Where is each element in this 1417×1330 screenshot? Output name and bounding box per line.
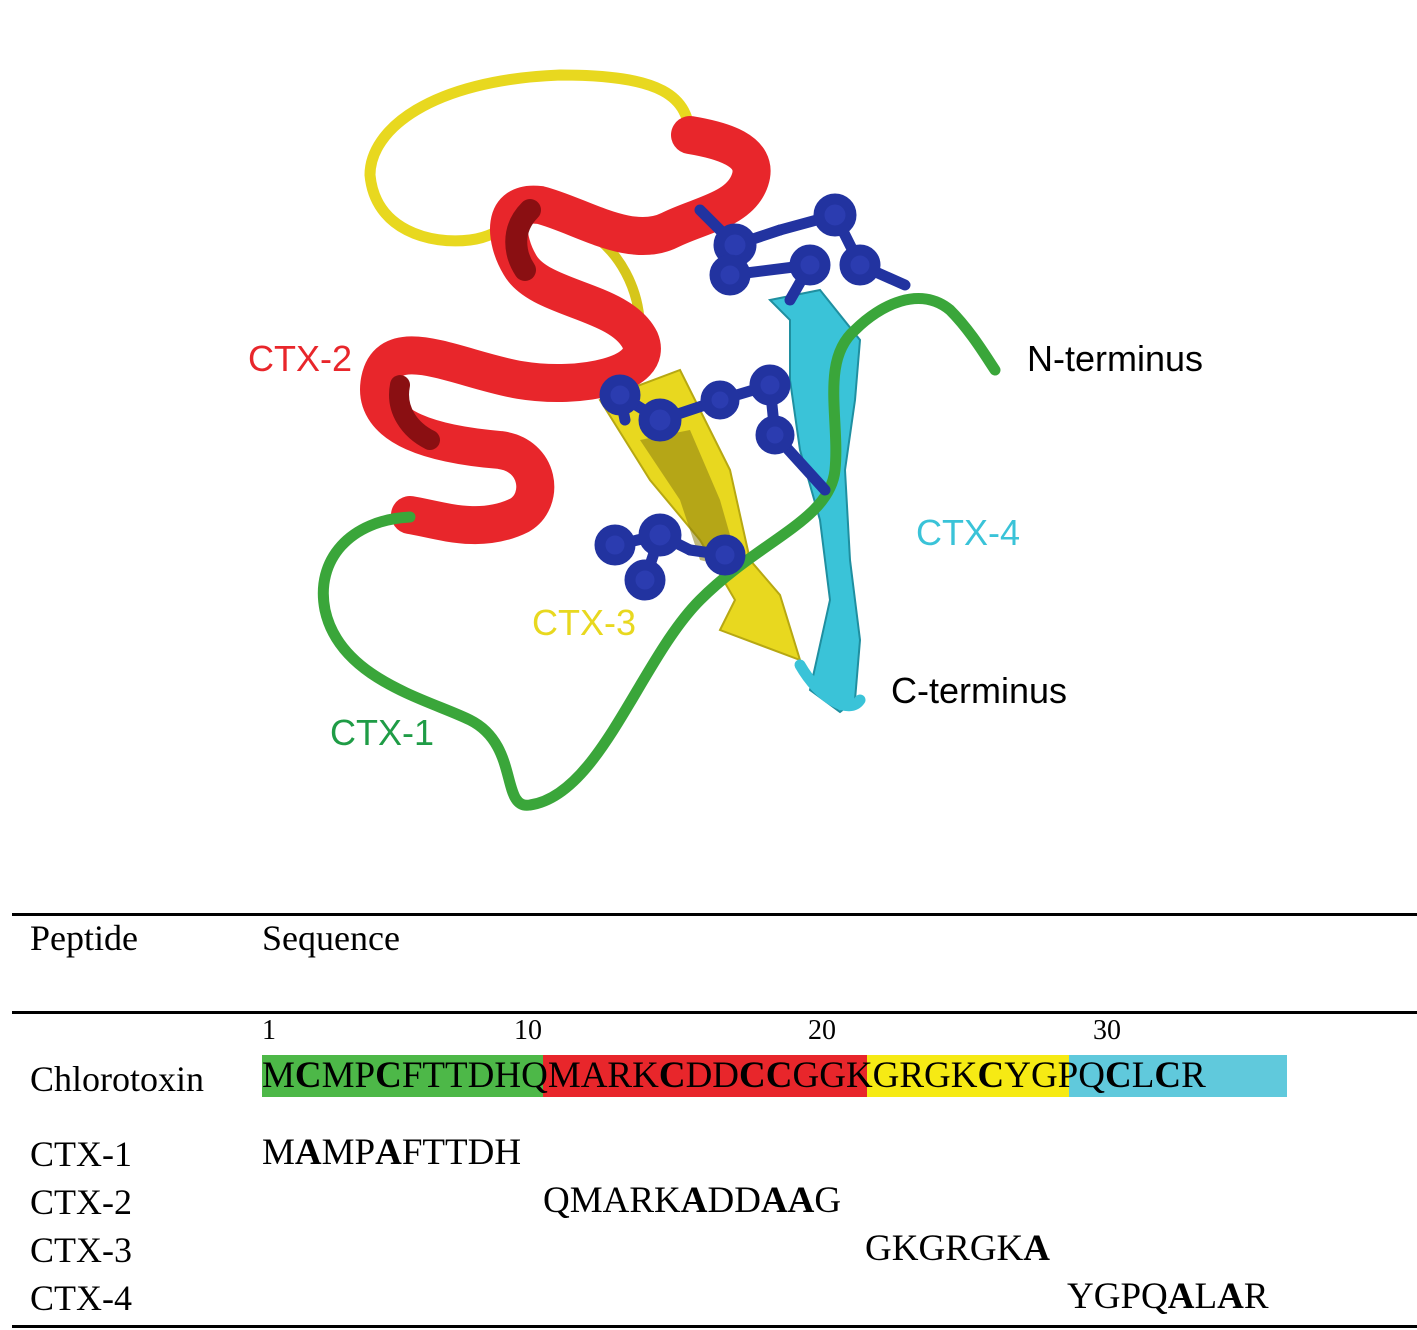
- table-top-rule: [12, 913, 1417, 916]
- substituted-residue: C: [658, 1055, 686, 1096]
- ctx4-tail: [794, 659, 866, 712]
- sequence-ctx2: QMARKADDAAG: [543, 1180, 841, 1222]
- substituted-residue: A: [1023, 1228, 1051, 1269]
- index-30: 30: [1093, 1015, 1121, 1046]
- substituted-residue: A: [375, 1132, 402, 1173]
- residue-run: GKGRGK: [819, 1055, 978, 1096]
- sequence-ctx3: GKGRGKA: [865, 1228, 1050, 1270]
- substituted-residue: A: [680, 1180, 708, 1221]
- residue-run: DD: [707, 1180, 761, 1221]
- substituted-residue: C: [294, 1055, 322, 1096]
- residue-run: MP: [321, 1132, 376, 1173]
- row-name-ctx3: CTX-3: [30, 1230, 132, 1270]
- segment-ctx1-bg: [262, 1055, 543, 1097]
- sequence-ctx4: YGPQALAR: [1067, 1276, 1269, 1318]
- ctx3-top-loop: [364, 69, 696, 247]
- residue-run: QMARK: [521, 1055, 659, 1096]
- ctx3-beta-shadow: [640, 430, 740, 570]
- substituted-residue: A: [1217, 1276, 1244, 1317]
- disulfide-bonds: [594, 193, 911, 601]
- segment-ctx3-bg: [867, 1055, 1069, 1097]
- ctx4-label: CTX-4: [916, 512, 1021, 553]
- segment-ctx4-bg: [1069, 1055, 1287, 1097]
- ctx1-label: CTX-1: [330, 712, 435, 753]
- substituted-residue: C: [977, 1055, 1005, 1096]
- substituted-residue: C: [1104, 1055, 1132, 1096]
- residue-run: MP: [321, 1055, 376, 1096]
- residue-run: R: [1243, 1276, 1269, 1317]
- residue-run: G: [814, 1180, 842, 1221]
- table-bottom-rule: [12, 1325, 1417, 1328]
- residue-run: FTTDH: [401, 1055, 522, 1096]
- row-name-chlorotoxin: Chlorotoxin: [30, 1059, 205, 1099]
- ctx2-helix: [360, 116, 771, 545]
- substituted-residue: C: [375, 1055, 402, 1096]
- residue-run: R: [1181, 1055, 1206, 1096]
- residue-run: QMARK: [543, 1180, 681, 1221]
- chlorotoxin-structure-figure: [317, 69, 1001, 811]
- substituted-residue: CC: [739, 1055, 793, 1096]
- substituted-residue: AA: [760, 1180, 815, 1221]
- c-terminus-label: C-terminus: [891, 670, 1068, 711]
- header-peptide: Peptide: [30, 918, 138, 958]
- table-header-rule: [12, 1011, 1417, 1014]
- residue-run: G: [792, 1055, 820, 1096]
- substituted-residue: A: [1167, 1276, 1195, 1317]
- index-10: 10: [514, 1015, 542, 1046]
- residue-run: L: [1131, 1055, 1155, 1096]
- sequence-table: Peptide Sequence 1 10 20 30 Chlorotoxin …: [0, 900, 1417, 1330]
- n-terminus-label: N-terminus: [1027, 338, 1204, 379]
- ctx2-label: CTX-2: [248, 338, 353, 379]
- sequence-chlorotoxin: MCMPCFTTDHQMARKCDDCCGGKGRGKCYGPQCLCR: [262, 1055, 1206, 1097]
- residue-run: YGPQ: [1004, 1055, 1105, 1096]
- ctx1-coil: [317, 293, 1001, 811]
- row-name-ctx1: CTX-1: [30, 1134, 132, 1174]
- index-1: 1: [262, 1015, 276, 1046]
- residue-run: M: [262, 1055, 295, 1096]
- residue-run: FTTDH: [401, 1132, 522, 1173]
- index-20: 20: [808, 1015, 836, 1046]
- sequence-ctx1: MAMPAFTTDH: [262, 1132, 521, 1174]
- residue-run: M: [262, 1132, 295, 1173]
- ctx3-label: CTX-3: [532, 602, 637, 643]
- residue-run: L: [1194, 1276, 1218, 1317]
- residue-run: GKGRGK: [865, 1228, 1024, 1269]
- residue-run: DD: [685, 1055, 740, 1096]
- header-sequence: Sequence: [262, 918, 400, 958]
- substituted-residue: C: [1154, 1055, 1182, 1096]
- substituted-residue: A: [294, 1132, 322, 1173]
- row-name-ctx4: CTX-4: [30, 1278, 132, 1318]
- residue-run: YGPQ: [1067, 1276, 1168, 1317]
- segment-ctx2-bg: [543, 1055, 867, 1097]
- row-name-ctx2: CTX-2: [30, 1182, 132, 1222]
